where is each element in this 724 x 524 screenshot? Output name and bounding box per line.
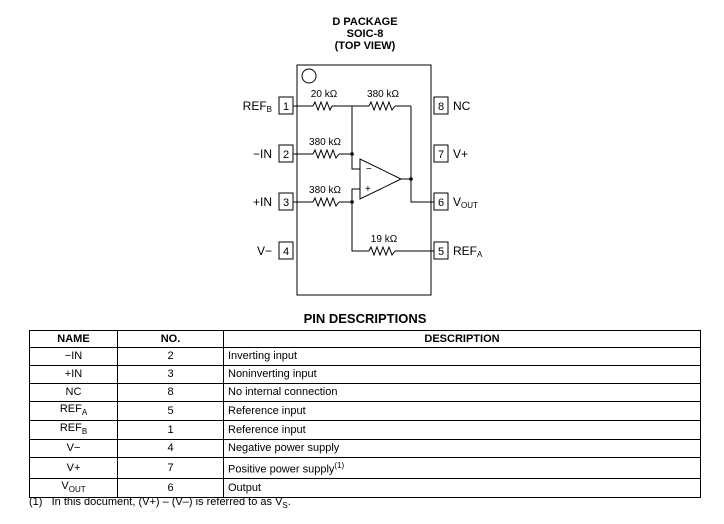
footnote-text: In this document, (V+) – (V–) is referre… (51, 496, 291, 511)
cell-description: Output (223, 478, 701, 499)
wire-to-refa (351, 202, 369, 252)
resistor-label-20k: 20 kΩ (311, 89, 338, 100)
cell-name: REFB (29, 420, 118, 441)
cell-no: 3 (117, 365, 224, 384)
table-row: NC 8 No internal connection (29, 383, 701, 402)
package-body (296, 64, 432, 296)
package-title: D PACKAGE SOIC-8 (TOP VIEW) (0, 16, 724, 52)
pin-8-number: 8 (438, 101, 444, 113)
pin-2-label: −IN (253, 147, 272, 161)
package-name: D PACKAGE (332, 16, 398, 28)
pin-4-label: V− (257, 244, 272, 258)
table-row: +IN 3 Noninverting input (29, 365, 701, 384)
pin-1-label: REFB (243, 99, 272, 114)
pin-2-number: 2 (283, 149, 289, 161)
table-row: REFA 5 Reference input (29, 400, 701, 422)
cell-no: 5 (117, 400, 224, 422)
pin-1-number: 1 (283, 101, 289, 113)
cell-no: 4 (117, 439, 224, 459)
cell-name: REFA (29, 400, 118, 422)
resistor-label-380k-top: 380 kΩ (367, 89, 399, 100)
resistor-label-380k-plus: 380 kΩ (309, 185, 341, 196)
pin-7-box (433, 144, 449, 163)
cell-description: Reference input (223, 400, 701, 422)
footnote: (1) In this document, (V+) – (V–) is ref… (29, 496, 291, 510)
cell-no: 6 (117, 478, 224, 499)
package-type: SOIC-8 (346, 28, 384, 40)
opamp-plus-symbol: + (365, 184, 371, 195)
cell-description: Negative power supply (223, 439, 701, 459)
cell-no: 7 (117, 457, 224, 480)
pin-4-number: 4 (283, 246, 289, 258)
pin1-marker (301, 68, 317, 84)
package-view: (TOP VIEW) (334, 40, 396, 52)
pin-6-label: VOUT (453, 195, 478, 210)
column-header-no: NO. (117, 330, 224, 348)
pin-3-number: 3 (283, 197, 289, 209)
cell-no: 1 (117, 420, 224, 441)
cell-name: +IN (29, 365, 118, 384)
resistor-20k (312, 100, 333, 112)
resistor-380k-top (368, 100, 396, 112)
cell-name: V+ (29, 457, 118, 480)
cell-name: NC (29, 383, 118, 402)
table-row: VOUT 6 Output (29, 478, 701, 499)
pin-6-number: 6 (438, 197, 444, 209)
cell-description: Positive power supply(1) (223, 457, 701, 480)
column-header-description: DESCRIPTION (223, 330, 701, 348)
table-row: −IN 2 Inverting input (29, 347, 701, 366)
pin-3-label: +IN (253, 195, 272, 209)
pin-4-box (278, 241, 294, 260)
op-amp (359, 158, 403, 200)
internal-circuit (293, 100, 434, 257)
cell-name: −IN (29, 347, 118, 366)
pinout-diagram: 1 REFB 2 −IN 3 +IN 4 V− 8 NC 7 V+ 6 VOUT… (243, 64, 483, 296)
pin-5-number: 5 (438, 246, 444, 258)
cell-description: Reference input (223, 420, 701, 441)
pin-7-label: V+ (453, 147, 468, 161)
column-header-name: NAME (29, 330, 118, 348)
cell-description: Noninverting input (223, 365, 701, 384)
table-row: V− 4 Negative power supply (29, 439, 701, 459)
wire-output (410, 106, 434, 203)
table-title: PIN DESCRIPTIONS (303, 311, 427, 326)
cell-no: 8 (117, 383, 224, 402)
cell-name: V− (29, 439, 118, 459)
cell-name: VOUT (29, 478, 118, 499)
pin-descriptions-table: NAME NO. DESCRIPTION −IN 2 Inverting inp… (29, 330, 701, 499)
wire-noninv (351, 188, 360, 202)
resistor-label-380k-minus: 380 kΩ (309, 137, 341, 148)
junction-dot (350, 152, 354, 156)
resistor-380k-plus (312, 196, 340, 208)
junction-dot (350, 200, 354, 204)
cell-description: No internal connection (223, 383, 701, 402)
pin-7-number: 7 (438, 149, 444, 161)
pin-5-label: REFA (453, 244, 483, 259)
cell-description: Inverting input (223, 347, 701, 366)
pin-8-label: NC (453, 99, 471, 113)
table-header-row: NAME NO. DESCRIPTION (29, 330, 701, 348)
opamp-minus-symbol: − (366, 164, 372, 175)
pin-8-box (433, 96, 449, 115)
resistor-380k-minus (312, 148, 340, 160)
resistor-19k (368, 245, 396, 257)
table-row: V+ 7 Positive power supply(1) (29, 457, 701, 480)
resistor-label-19k: 19 kΩ (371, 234, 398, 245)
footnote-ref: (1) (334, 461, 345, 471)
cell-no: 2 (117, 347, 224, 366)
junction-dot (409, 177, 413, 181)
wire-node-inv (351, 106, 360, 170)
footnote-marker: (1) (29, 496, 43, 508)
table-row: REFB 1 Reference input (29, 420, 701, 441)
